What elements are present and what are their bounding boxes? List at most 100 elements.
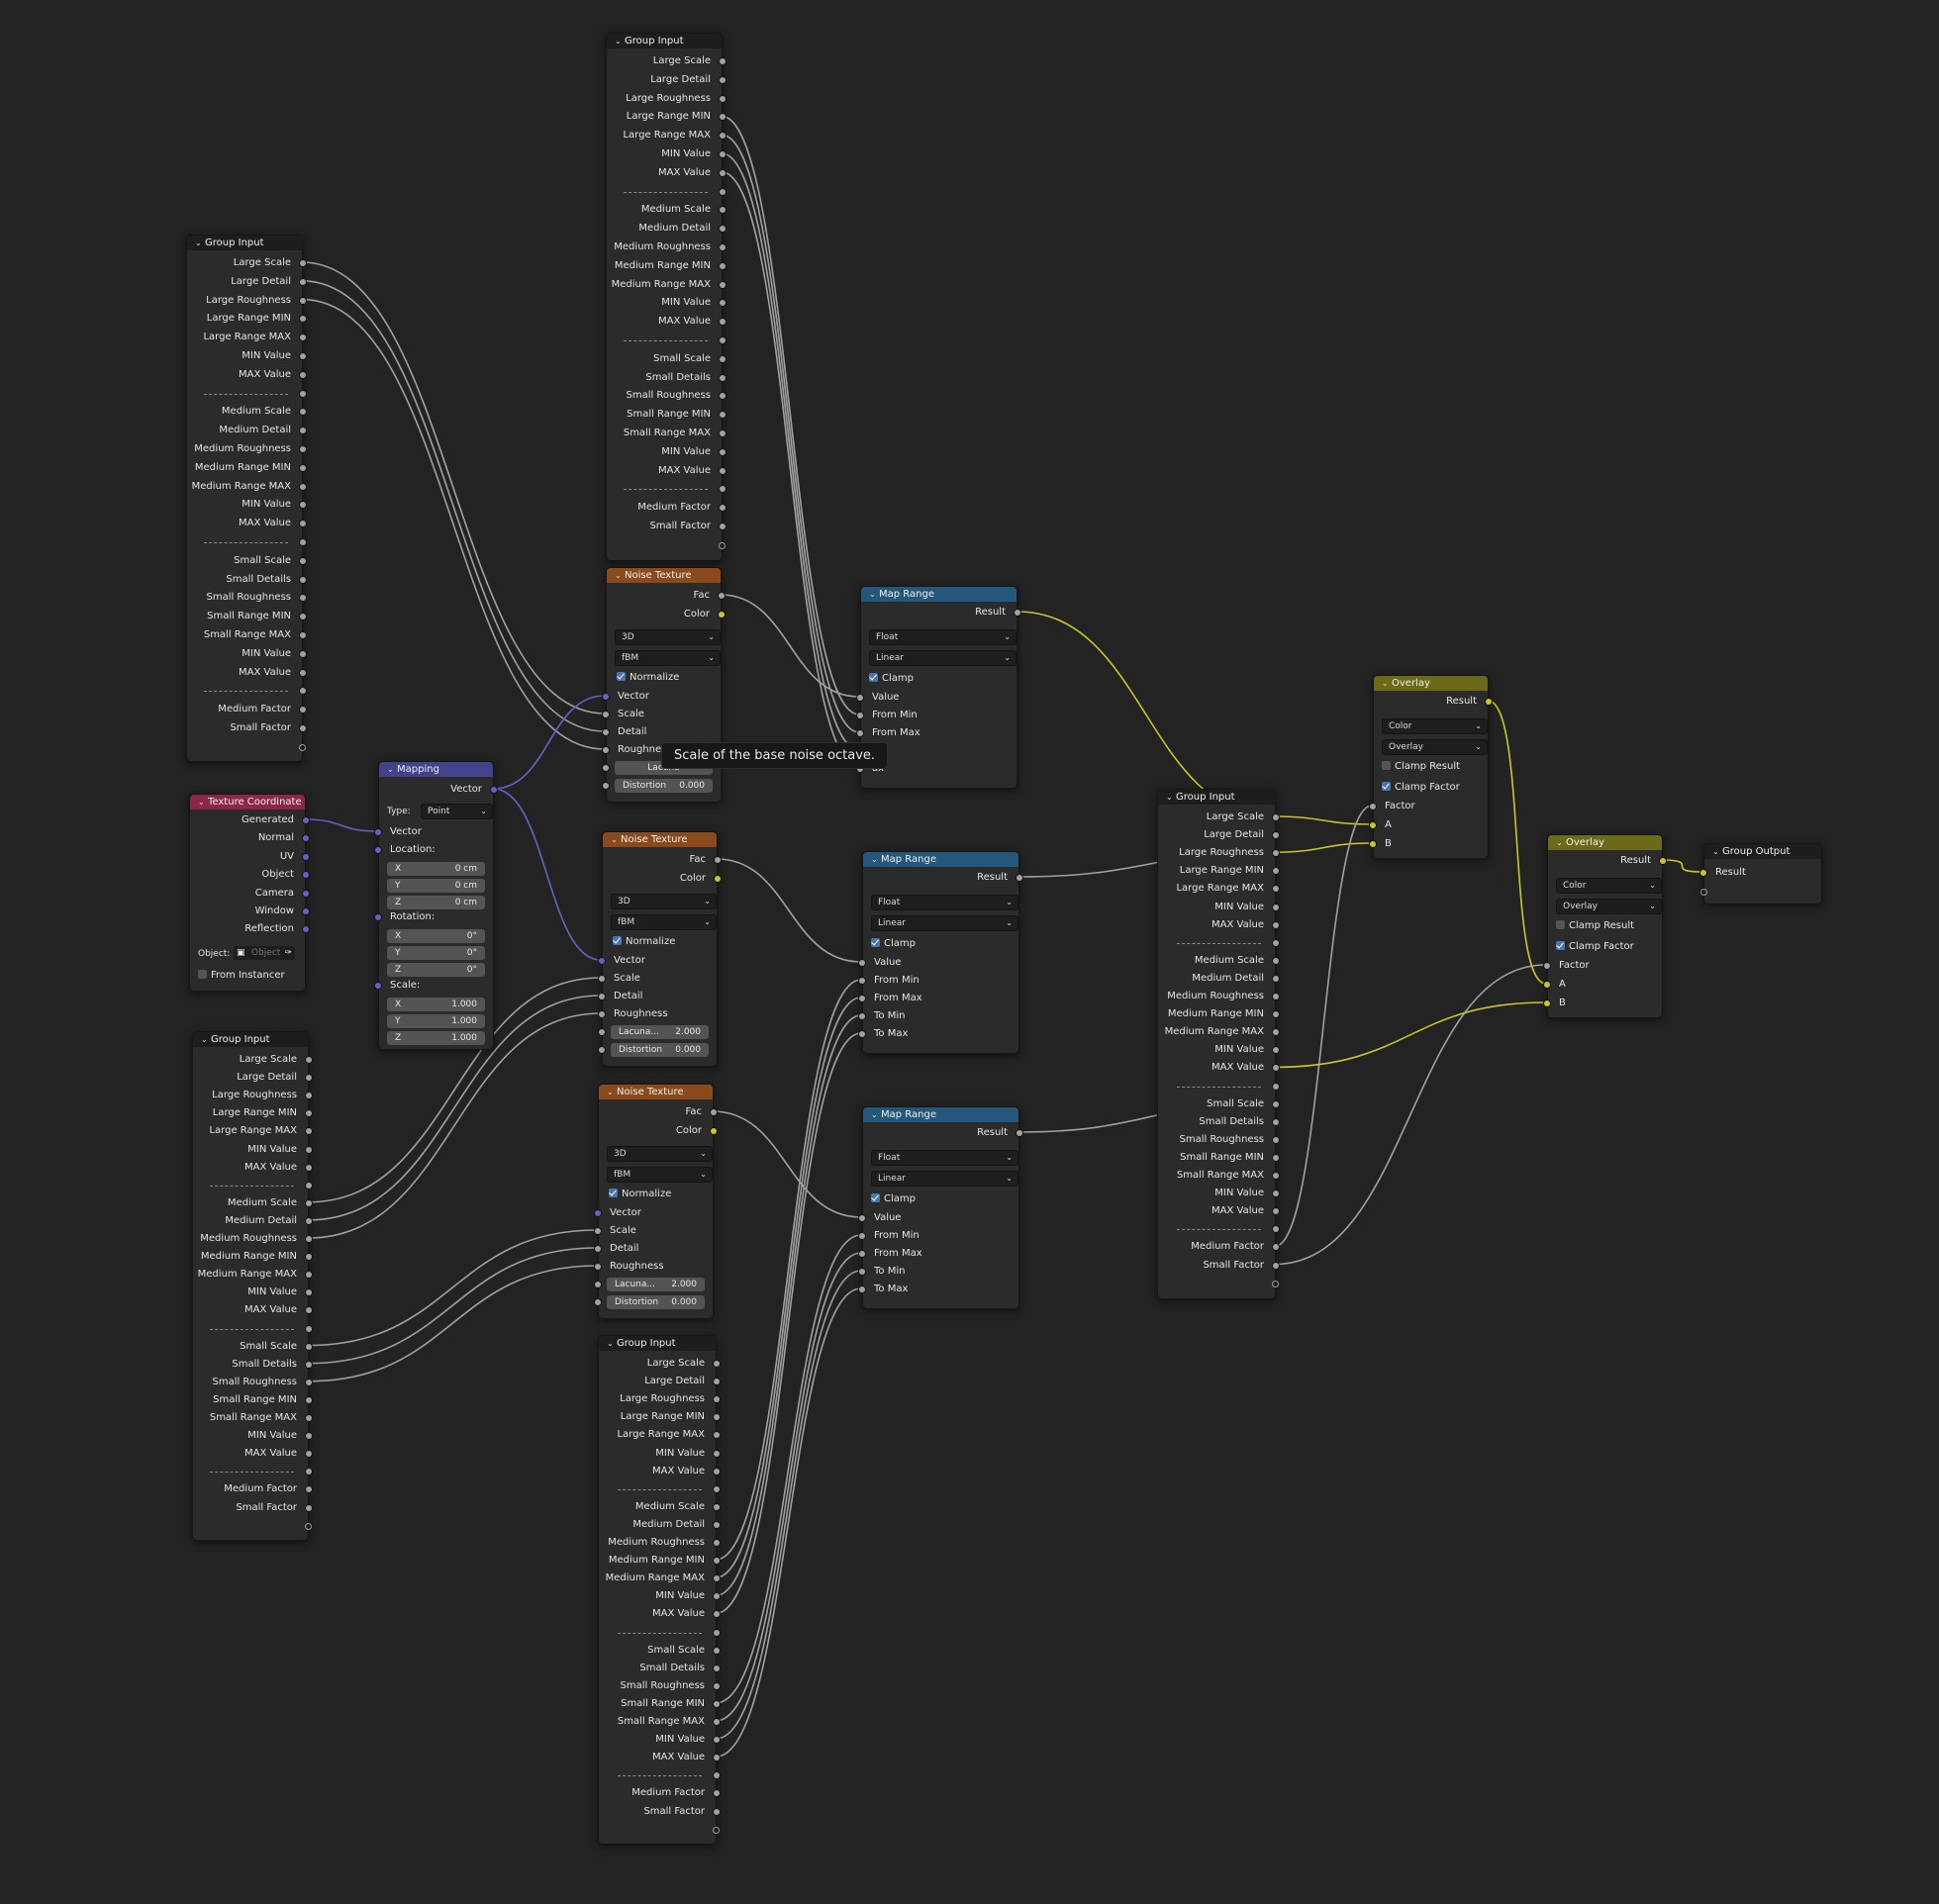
group-output-node-header[interactable]: ⌄Group Output [1704,844,1821,859]
i8-socket[interactable] [720,207,726,214]
i16-socket[interactable] [714,1647,720,1654]
node-link[interactable] [492,788,602,961]
i13-socket[interactable] [1273,1047,1279,1054]
group-input-node-header[interactable]: ⌄Group Input [193,1032,308,1047]
empty-socket[interactable] [1700,889,1707,896]
chevron-down-icon[interactable]: ⌄ [1166,793,1173,802]
empty-socket[interactable] [719,541,726,549]
i24-socket[interactable] [306,1486,312,1493]
i10-socket[interactable] [1273,994,1279,1000]
blend-mode-dropdown[interactable]: Overlay⌄ [1382,739,1488,755]
i10-socket[interactable] [300,446,306,452]
node-link[interactable] [716,858,862,963]
tmax-socket[interactable] [857,766,863,772]
noise-texture-node-header[interactable]: ⌄Noise Texture [607,568,721,583]
node-link[interactable] [715,1032,862,1615]
i11-socket[interactable] [306,1254,312,1261]
i2-socket[interactable] [306,1093,312,1099]
scale-socket[interactable] [375,983,381,989]
i13-socket[interactable] [300,502,306,509]
node-link[interactable] [712,1110,862,1218]
result-socket[interactable] [1700,870,1706,876]
chevron-down-icon[interactable]: ⌄ [615,37,622,46]
overlay-node-header[interactable]: ⌄Overlay [1374,676,1488,691]
chevron-down-icon[interactable]: ⌄ [607,1339,614,1348]
i6-socket[interactable] [714,1468,720,1475]
checkbox-icon[interactable] [871,938,880,947]
value-socket[interactable] [859,960,865,966]
vector-socket[interactable] [491,787,497,793]
i16-socket[interactable] [306,1343,312,1350]
i22-socket[interactable] [306,1451,312,1458]
noise-type-dropdown[interactable]: fBM⌄ [615,650,721,666]
checkbox-icon[interactable] [1382,761,1391,770]
node-link[interactable] [492,695,606,790]
overlay-node-header[interactable]: ⌄Overlay [1548,835,1662,850]
i24-socket[interactable] [300,707,306,714]
i0-socket[interactable] [714,1361,720,1367]
i20-socket[interactable] [300,632,306,638]
chevron-down-icon[interactable]: ⌄ [1382,679,1389,688]
empty-socket[interactable] [299,743,306,751]
i10-socket[interactable] [306,1236,312,1242]
b-socket[interactable] [1544,1000,1550,1006]
node-link[interactable] [715,1234,862,1704]
texture-coordinate-node-header[interactable]: ⌄Texture Coordinate [190,795,305,809]
o2-socket[interactable] [303,853,309,860]
node-link[interactable] [301,261,606,714]
mapping-type-dropdown[interactable]: Point⌄ [421,804,493,819]
i1-socket[interactable] [720,76,726,83]
i8-socket[interactable] [1273,957,1279,964]
group-input-node-header[interactable]: ⌄Group Input [1158,790,1275,805]
color-socket[interactable] [711,1128,717,1134]
noise-type-dropdown[interactable]: fBM⌄ [607,1167,713,1183]
result-socket[interactable] [1486,699,1492,705]
i20-socket[interactable] [1273,1173,1279,1179]
empty-socket[interactable] [305,1522,312,1530]
result-socket[interactable] [1017,1130,1022,1136]
i3-socket[interactable] [300,316,306,323]
interpolation-dropdown[interactable]: Linear⌄ [871,1171,1018,1187]
i20-socket[interactable] [306,1415,312,1421]
i14-socket[interactable] [306,1307,312,1314]
sep15-socket[interactable] [300,539,306,545]
node-link[interactable] [720,594,860,698]
i14-socket[interactable] [300,521,306,527]
i0-socket[interactable] [720,58,726,64]
detail-socket[interactable] [595,1246,601,1252]
sep15-socket[interactable] [306,1325,312,1332]
i2-socket[interactable] [720,95,726,102]
i9-socket[interactable] [300,428,306,434]
o1-socket[interactable] [303,835,309,842]
normalize-checkbox[interactable]: Normalize [609,1186,713,1203]
i13-socket[interactable] [306,1289,312,1296]
clamp-result-checkbox[interactable]: Clamp Result [1556,917,1662,935]
clamp-checkbox[interactable]: Clamp [871,935,1018,953]
i12-socket[interactable] [300,483,306,490]
chevron-down-icon[interactable]: ⌄ [871,1110,878,1119]
vector-socket[interactable] [603,694,609,700]
i8-socket[interactable] [300,409,306,416]
i5-socket[interactable] [720,151,726,157]
a-socket[interactable] [1544,982,1550,988]
i18-socket[interactable] [1273,1136,1279,1143]
eyedropper-icon[interactable]: ✑ [284,948,292,958]
i20-socket[interactable] [720,430,726,436]
blend-mode-dropdown[interactable]: Overlay⌄ [1556,899,1662,914]
lacunarity-field[interactable]: Lacuna...2.000 [607,1278,705,1291]
normalize-checkbox[interactable]: Normalize [617,669,721,687]
value-socket[interactable] [857,695,863,701]
dist-socket[interactable] [599,1047,605,1053]
i17-socket[interactable] [1273,1118,1279,1125]
b-socket[interactable] [1370,841,1376,847]
